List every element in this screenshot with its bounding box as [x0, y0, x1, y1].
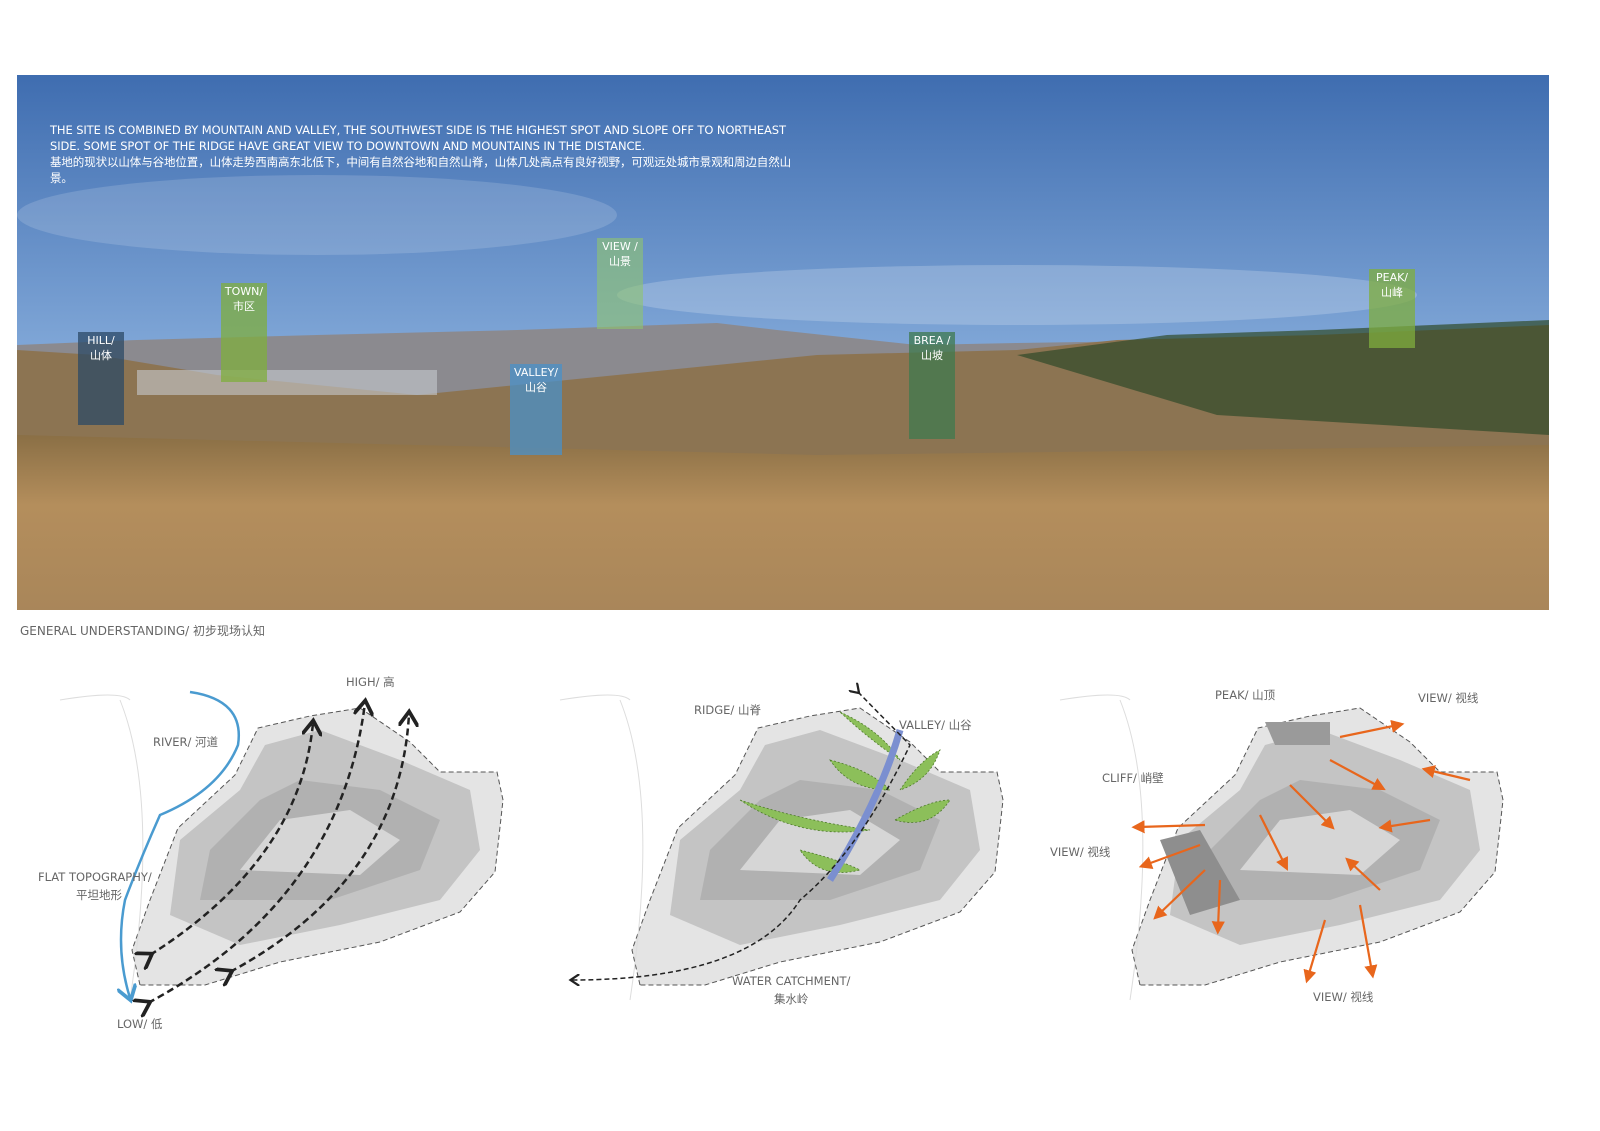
tag-label: HILL/	[87, 334, 115, 347]
label-view-s: VIEW/ 视线	[1313, 990, 1374, 1004]
label-high: HIGH/ 高	[346, 675, 395, 689]
tag-label: TOWN/	[224, 285, 264, 298]
tag-label: VIEW /	[602, 240, 638, 253]
tag-label: 市区	[233, 300, 255, 313]
diagram-ridge-valley	[559, 692, 1004, 1001]
label-view-w: VIEW/ 视线	[1050, 845, 1111, 859]
diagram-slope	[59, 690, 504, 1003]
label-ridge: RIDGE/ 山脊	[694, 703, 761, 717]
site-description-zh: 基地的现状以山体与谷地位置，山体走势西南高东北低下，中间有自然谷地和自然山脊，山…	[50, 155, 791, 185]
tag-label: BREA /	[913, 334, 951, 347]
label-low: LOW/ 低	[117, 1017, 163, 1031]
label-text: FLAT TOPOGRAPHY/	[38, 870, 152, 884]
label-text: 平坦地形	[76, 888, 122, 902]
view-arrows	[1131, 719, 1471, 984]
site-description-en: THE SITE IS COMBINED BY MOUNTAIN AND VAL…	[50, 123, 786, 153]
diagram-views	[1059, 694, 1504, 1001]
slope-arrow	[230, 714, 409, 972]
tag-slope: BREA / 山坡	[909, 332, 955, 439]
tag-peak: PEAK/山峰	[1369, 269, 1415, 348]
site-panorama-photo	[17, 75, 1549, 610]
peak-area	[1265, 722, 1330, 745]
label-view-ne: VIEW/ 视线	[1418, 691, 1479, 705]
tag-label: 山景	[609, 255, 631, 268]
label-river: RIVER/ 河道	[153, 735, 219, 749]
tag-label: 山坡	[921, 349, 943, 362]
tag-town: TOWN/市区	[221, 283, 267, 382]
label-cliff: CLIFF/ 峭壁	[1102, 771, 1164, 785]
tag-valley: VALLEY/山谷	[510, 364, 562, 455]
label-water-catchment: WATER CATCHMENT/集水岭	[732, 972, 850, 1008]
tag-view: VIEW / 山景	[597, 238, 643, 329]
label-flat-topography: FLAT TOPOGRAPHY/平坦地形	[38, 868, 152, 904]
site-description: THE SITE IS COMBINED BY MOUNTAIN AND VAL…	[50, 122, 810, 186]
label-text: WATER CATCHMENT/	[732, 974, 851, 988]
tag-label: PEAK/	[1375, 271, 1409, 284]
label-valley: VALLEY/ 山谷	[899, 718, 972, 732]
tag-label: 山谷	[525, 381, 547, 394]
tag-label: VALLEY/	[514, 366, 558, 379]
catchment-arrow	[572, 692, 911, 980]
terrain-diagrams	[59, 650, 1504, 1050]
label-peak: PEAK/ 山顶	[1215, 688, 1276, 702]
tag-label: 山峰	[1381, 286, 1403, 299]
label-text: 集水岭	[773, 992, 809, 1006]
section-caption: GENERAL UNDERSTANDING/ 初步现场认知	[20, 624, 266, 638]
tag-label: 山体	[90, 349, 112, 362]
tag-hill: HILL/山体	[78, 332, 124, 425]
